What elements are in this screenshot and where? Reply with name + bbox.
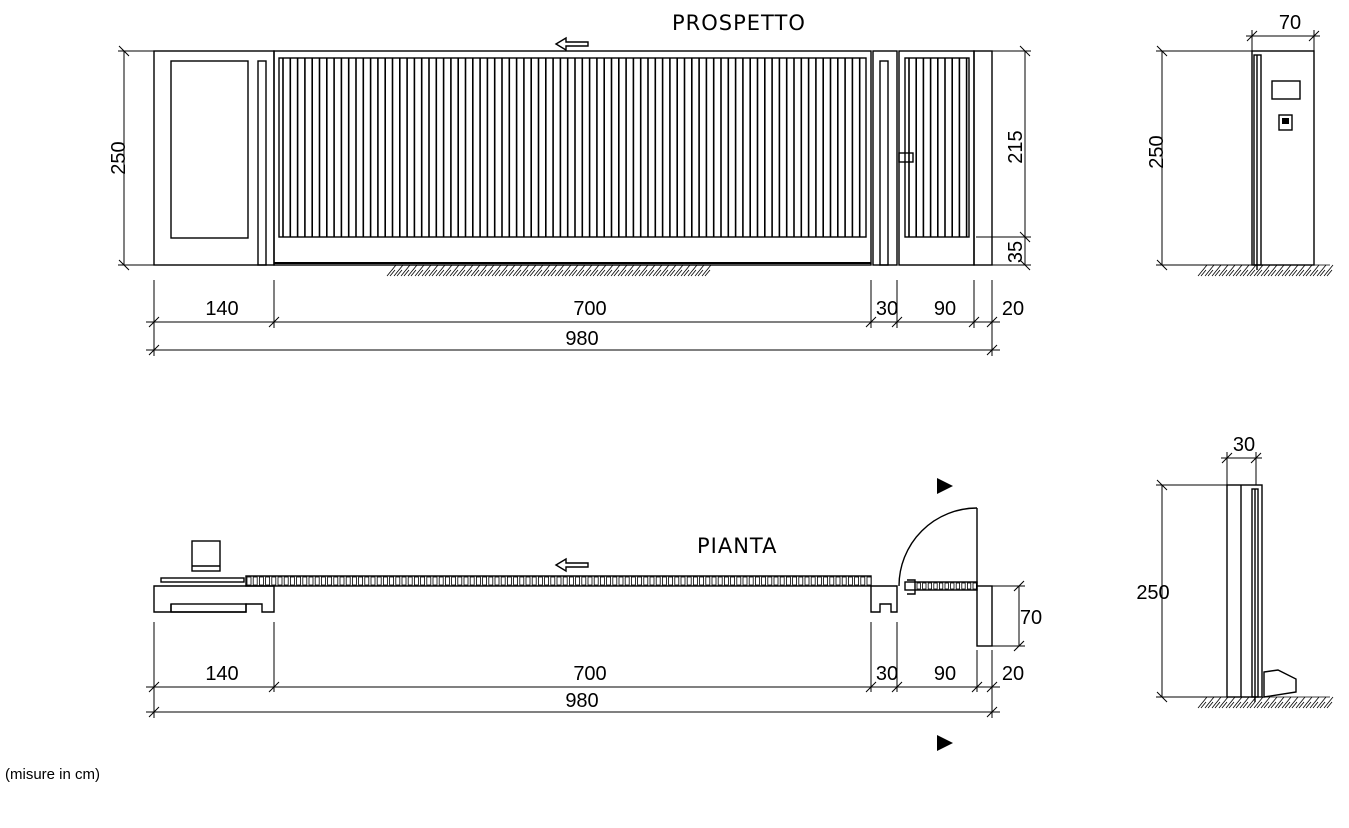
elevation-seg-door-label: 90 [934,298,956,320]
middle-post [872,50,898,266]
intercom-panel-icon [1271,80,1301,100]
direction-arrow-icon [554,557,589,573]
plan-seg-door-label: 90 [934,663,956,685]
plan-seg-gap-label: 30 [876,663,898,685]
plan-depth-label: 70 [1020,607,1042,629]
door-slats [908,58,968,237]
ground-hatch [1197,264,1334,277]
door-swing [898,507,978,595]
elevation-total-width-label: 980 [565,328,598,350]
elevation-seg-gate-label: 700 [573,298,606,320]
plan-title: PIANTA [697,534,778,558]
elevation-dimensions: 250 215 35 [108,45,1031,356]
left-pillar-plan [153,585,275,613]
units-note: (misure in cm) [5,766,100,783]
section-width-label: 30 [1233,434,1255,456]
elevation-height-label: 250 [108,141,130,174]
ground-hatch [1197,696,1334,709]
middle-post-plan [870,585,898,613]
elevation-seg-right-label: 20 [1002,298,1024,320]
plan-seg-gate-label: 700 [573,663,606,685]
elevation-seg-left-label: 140 [205,298,238,320]
side-width-label: 70 [1279,12,1301,34]
plan-view: PIANTA [146,478,1042,751]
plan-total-width-label: 980 [565,690,598,712]
gate-rack [245,575,872,587]
elevation-lower-height-label: 35 [1005,241,1027,263]
direction-arrow-icon [554,36,589,52]
plan-dimensions: 140 700 30 90 20 980 70 [146,580,1042,718]
section-view: 30 250 [1136,434,1334,709]
side-elevation-view: 70 250 [1146,12,1334,277]
right-post [973,50,993,266]
floor-stop-icon [1263,669,1297,698]
elevation-upper-height-label: 215 [1005,130,1027,163]
gate-slats [282,58,861,237]
section-arrow-icon [937,478,953,494]
elevation-title: PROSPETTO [672,11,806,35]
elevation-seg-gap-label: 30 [876,298,898,320]
ground-hatch [386,264,712,277]
section-arrow-icon [937,735,953,751]
gate-motor [160,540,245,583]
side-height-label: 250 [1146,135,1168,168]
right-post-plan [976,585,993,647]
sliding-gate [273,50,872,266]
left-pillar [153,50,275,266]
section-height-label: 250 [1136,582,1169,604]
elevation-view: PROSPETTO [108,11,1031,356]
pedestrian-door [898,50,975,266]
keypad-icon [1278,114,1293,131]
plan-seg-left-label: 140 [205,663,238,685]
plan-seg-right-label: 20 [1002,663,1024,685]
door-lock-icon [898,152,914,163]
